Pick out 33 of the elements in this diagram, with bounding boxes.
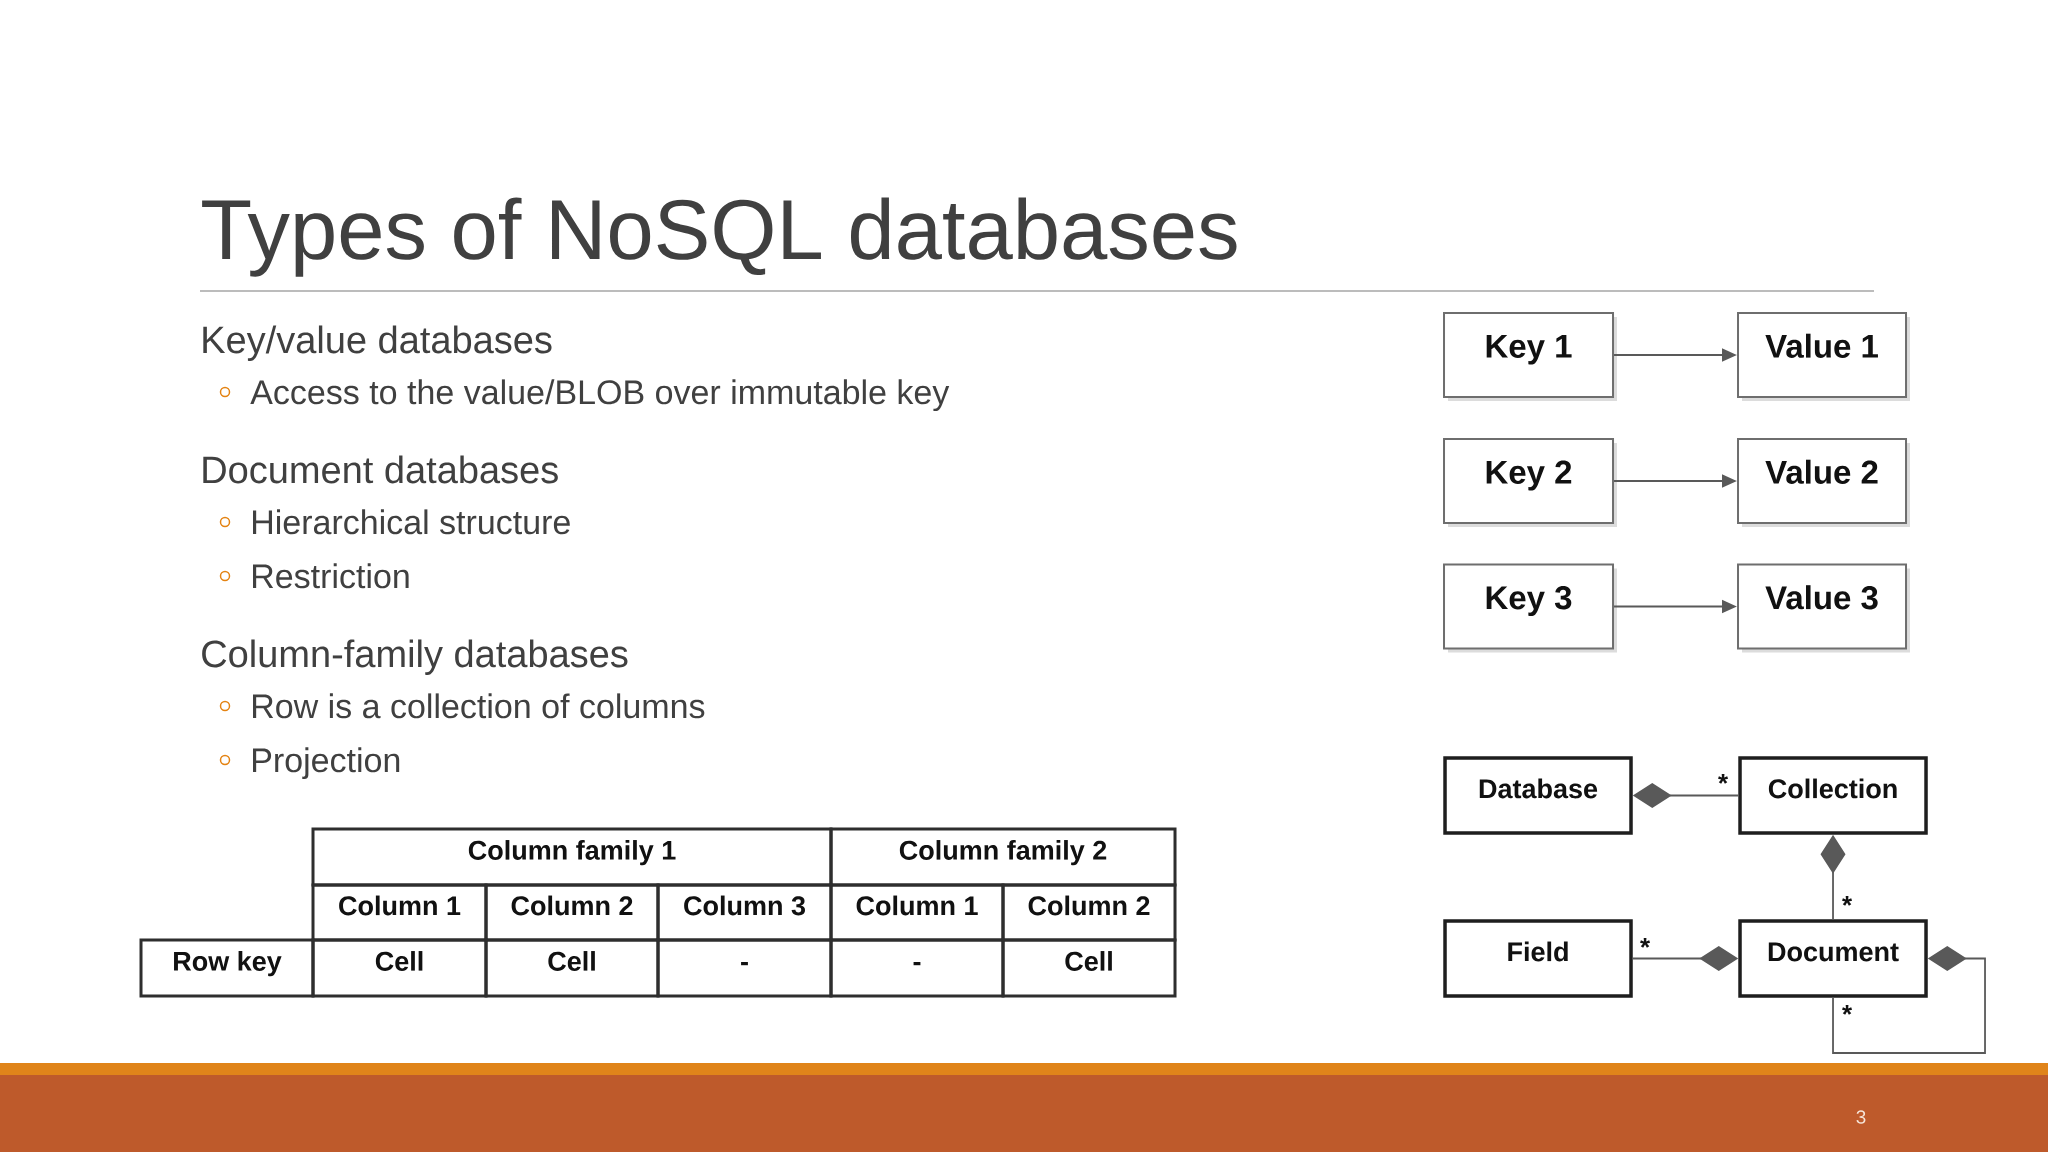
section-heading: Key/value databases — [203, 325, 552, 361]
table-cell: - — [829, 938, 1005, 998]
class-box: Database — [1443, 756, 1633, 835]
table-cell: - — [656, 938, 833, 998]
table-cell: Column family 1 — [311, 827, 833, 887]
table-cell: Column 2 — [1001, 883, 1177, 942]
table-cell: Column 1 — [311, 883, 488, 942]
key-box: Key 3 — [1443, 563, 1617, 653]
bullet-text: Projection — [253, 747, 400, 780]
section-heading: Document databases — [203, 455, 558, 484]
bullet-text: Hierarchical structure — [253, 509, 570, 535]
key-box: Key 1 — [1443, 312, 1617, 401]
page-number: 3 — [1856, 1110, 1866, 1124]
table-cell: Cell — [1001, 938, 1177, 998]
table-cell: Column family 2 — [829, 827, 1177, 887]
table-cell: Column 3 — [656, 883, 833, 942]
value-box: Value 2 — [1737, 438, 1910, 527]
section-heading: Column-family databases — [202, 639, 628, 675]
table-cell: Row key — [139, 938, 315, 998]
table-cell: Column 1 — [829, 883, 1005, 942]
class-box: Field — [1443, 919, 1633, 998]
class-box: Collection — [1738, 756, 1928, 835]
key-box: Key 2 — [1443, 438, 1617, 527]
table-cell: Cell — [311, 938, 488, 998]
bullet-text: Restriction — [253, 563, 409, 589]
bullet-text: Row is a collection of columns — [253, 693, 705, 719]
bullet-text: Access to the value/BLOB over immutable key — [250, 379, 950, 412]
table-cell: Cell — [484, 938, 660, 998]
table-cell: Column 2 — [484, 883, 660, 942]
value-box: Value 1 — [1737, 312, 1910, 401]
value-box: Value 3 — [1737, 563, 1910, 653]
class-box: Document — [1738, 919, 1928, 998]
slide-title: Types of NoSQL databases — [202, 197, 1237, 277]
